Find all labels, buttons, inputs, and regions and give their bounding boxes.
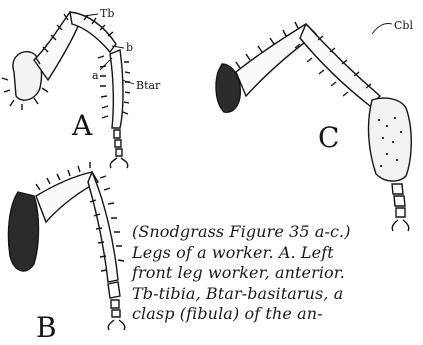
label-cbl: Cbl — [394, 20, 413, 31]
caption-line: Tb-tibia, Btar-basitarus, a — [132, 284, 420, 305]
figure-caption: (Snodgrass Figure 35 a-c.) Legs of a wor… — [132, 222, 420, 325]
caption-line: Legs of a worker. A. Left — [132, 243, 420, 264]
label-tibia: Tb — [100, 8, 114, 19]
label-b: b — [126, 42, 133, 53]
caption-line: (Snodgrass Figure 35 a-c.) — [132, 222, 420, 243]
panel-letter-a: A — [72, 112, 92, 140]
panel-letter-c: C — [318, 124, 339, 152]
label-a: a — [92, 70, 99, 81]
caption-line: clasp (fibula) of the an- — [132, 304, 420, 325]
panel-letter-b: B — [36, 314, 57, 342]
label-basitarsus: Btar — [136, 80, 160, 91]
caption-line: front leg worker, anterior. — [132, 263, 420, 284]
